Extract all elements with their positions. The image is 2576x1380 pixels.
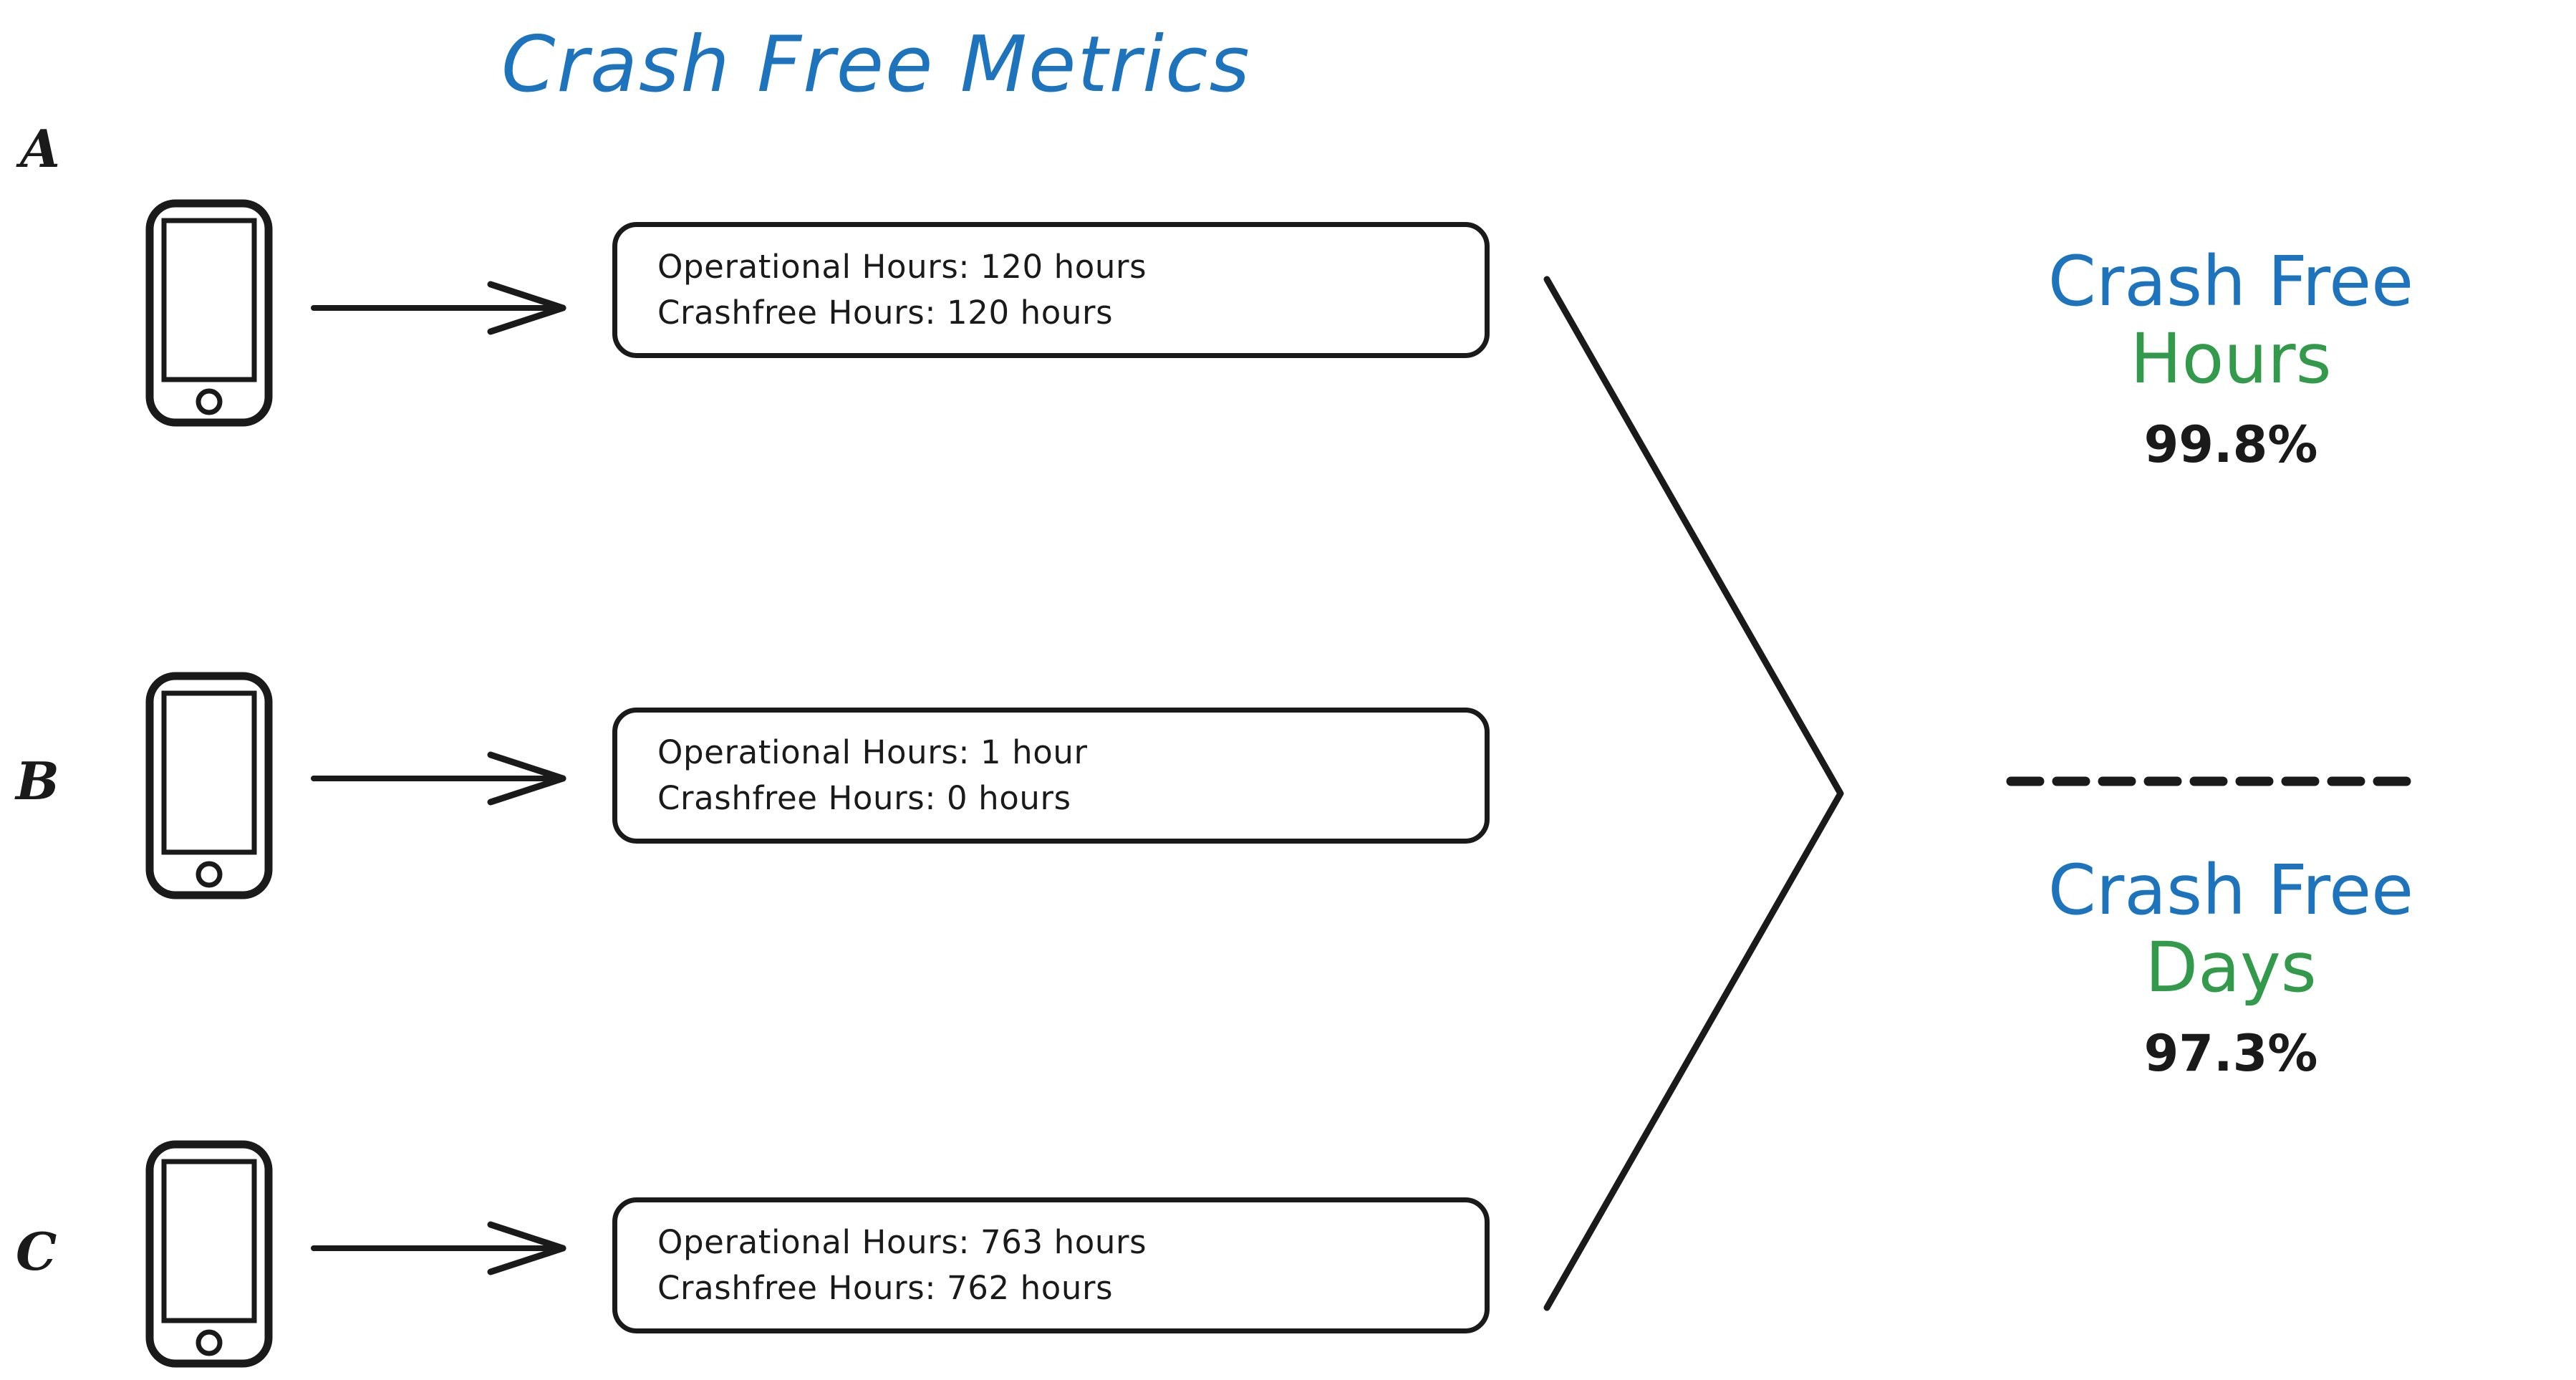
operational-hours-a: Operational Hours: 120 hours — [657, 248, 1147, 286]
metric-unit-hours: Hours — [2130, 318, 2332, 399]
crashfree-hours-a: Crashfree Hours: 120 hours — [657, 294, 1114, 332]
operational-hours-c: Operational Hours: 763 hours — [657, 1223, 1147, 1262]
metric-crash-free-days: Crash Free Days 97.3% — [1887, 850, 2575, 1084]
operational-hours-b: Operational Hours: 1 hour — [657, 733, 1088, 772]
phone-icon — [145, 672, 273, 899]
page-title: Crash Free Metrics — [501, 20, 1251, 110]
phone-icon — [145, 1140, 273, 1368]
metrics-box-b: Operational Hours: 1 hour Crashfree Hour… — [612, 708, 1490, 844]
converging-connector — [1518, 265, 1876, 1325]
metric-title-hours: Crash Free — [2047, 241, 2414, 322]
metric-title-days: Crash Free — [2047, 850, 2414, 930]
crashfree-hours-b: Crashfree Hours: 0 hours — [657, 779, 1071, 817]
arrow-right-icon — [308, 1216, 573, 1280]
metrics-box-a: Operational Hours: 120 hours Crashfree H… — [612, 222, 1490, 358]
row-label-a: A — [20, 118, 60, 179]
metric-value-days: 97.3% — [2143, 1024, 2318, 1084]
arrow-right-icon — [308, 746, 573, 811]
metric-crash-free-hours: Crash Free Hours 99.8% — [1887, 243, 2575, 475]
row-label-b: B — [16, 751, 59, 811]
metric-value-hours: 99.8% — [2143, 415, 2318, 475]
row-label-c: C — [16, 1221, 57, 1282]
dashed-divider — [2005, 775, 2422, 788]
crashfree-hours-c: Crashfree Hours: 762 hours — [657, 1269, 1114, 1307]
metrics-box-c: Operational Hours: 763 hours Crashfree H… — [612, 1197, 1490, 1333]
metric-unit-days: Days — [2145, 927, 2317, 1008]
phone-icon — [145, 199, 273, 427]
arrow-right-icon — [308, 276, 573, 340]
